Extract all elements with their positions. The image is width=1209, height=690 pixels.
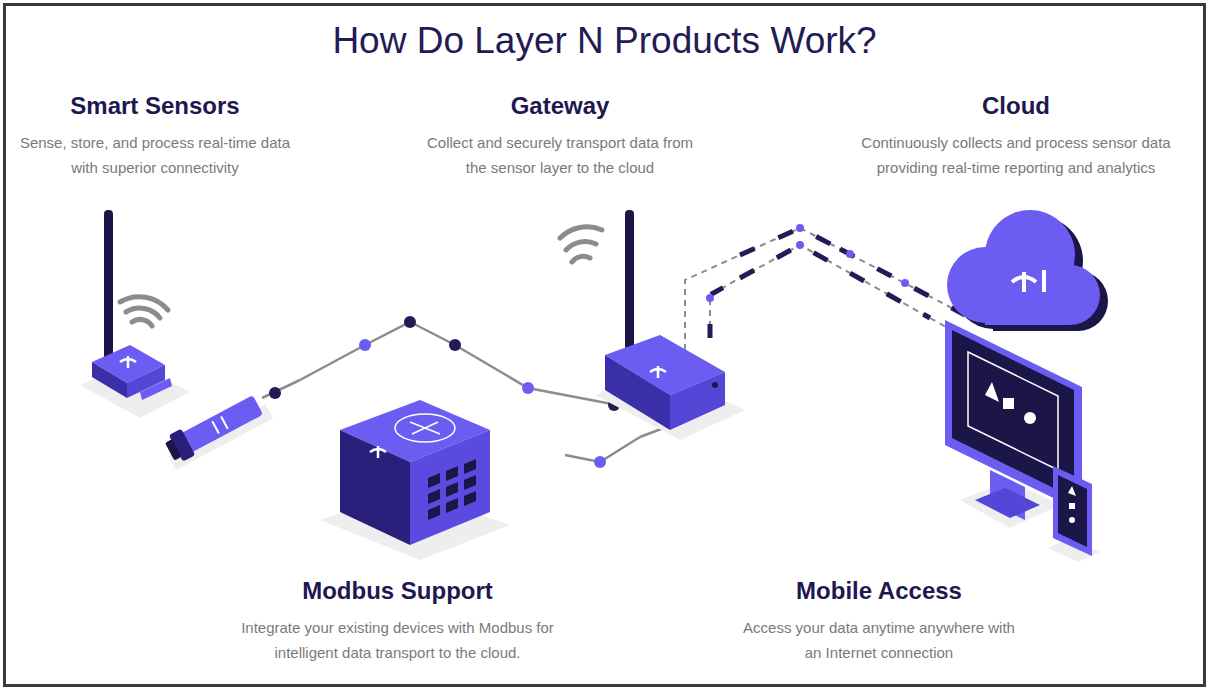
wire-link <box>565 437 640 468</box>
connector-line <box>300 322 420 380</box>
stage-description: Continuously collects and process sensor… <box>840 130 1192 180</box>
dashed-stub <box>685 249 965 350</box>
port-slot <box>464 491 476 506</box>
product-stage: Smart SensorsSense, store, and process r… <box>10 92 300 472</box>
port-slot <box>428 473 440 488</box>
port-slot <box>428 505 440 520</box>
wire-link <box>300 316 420 380</box>
product-stage: Modbus SupportIntegrate your existing de… <box>230 395 565 665</box>
wire-dot <box>359 339 371 351</box>
stage-heading: Mobile Access <box>740 577 1018 605</box>
cloud-icon <box>947 210 1108 331</box>
stage-description: Integrate your existing devices with Mod… <box>230 615 565 665</box>
product-stage: CloudContinuously collects and process s… <box>840 92 1192 352</box>
text-group: CloudContinuously collects and process s… <box>840 92 1192 180</box>
stage-heading: Modbus Support <box>230 577 565 605</box>
text-group: Mobile AccessAccess your data anytime an… <box>740 577 1018 665</box>
stage-description: Access your data anytime anywhere with a… <box>740 615 1018 665</box>
cylinder-sensor <box>160 388 273 470</box>
stage-heading: Smart Sensors <box>10 92 300 120</box>
text-group: GatewayCollect and securely transport da… <box>420 92 700 180</box>
port-slot <box>446 498 458 513</box>
port-slot <box>428 489 440 504</box>
connector-dash <box>740 245 930 318</box>
diagram-title: How Do Layer N Products Work? <box>0 20 1209 62</box>
stage-heading: Gateway <box>420 92 700 120</box>
data-link <box>740 241 930 318</box>
wire-dot <box>594 456 606 468</box>
stage-heading: Cloud <box>840 92 1192 120</box>
modbus-device <box>320 400 510 560</box>
product-stage: Mobile AccessAccess your data anytime an… <box>740 318 1190 665</box>
wire-dot <box>404 316 416 328</box>
port-slot <box>446 466 458 481</box>
phone-icon <box>1048 466 1100 562</box>
wire-dot <box>796 241 804 249</box>
gateway-device <box>560 210 745 440</box>
text-group: Smart SensorsSense, store, and process r… <box>10 92 300 180</box>
port-slot <box>464 475 476 490</box>
port-slot <box>464 459 476 474</box>
sensor-device <box>80 210 190 418</box>
connector-line <box>740 245 930 318</box>
text-group: Modbus SupportIntegrate your existing de… <box>230 577 565 665</box>
stage-description: Sense, store, and process real-time data… <box>10 130 300 180</box>
stage-description: Collect and securely transport data from… <box>420 130 700 180</box>
product-stage: GatewayCollect and securely transport da… <box>420 92 740 437</box>
port-slot <box>446 482 458 497</box>
wire-dot <box>796 224 804 232</box>
